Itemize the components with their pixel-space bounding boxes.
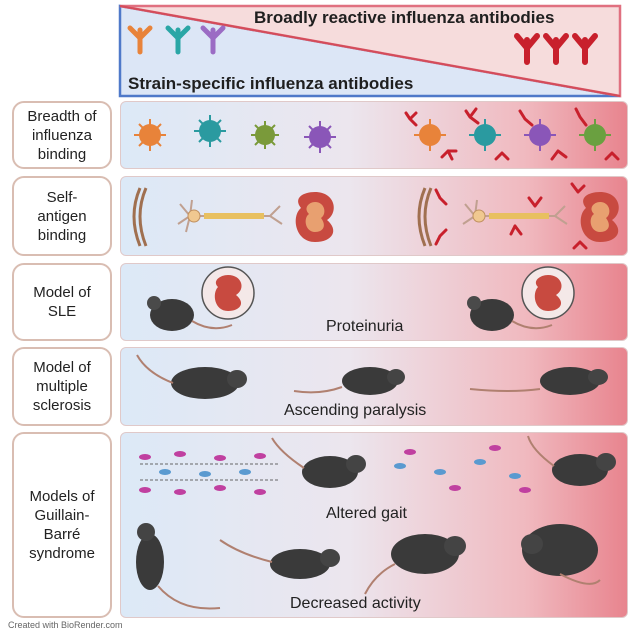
strain-specific-title: Strain-specific influenza antibodies <box>128 74 414 93</box>
mouse-icon <box>219 539 340 579</box>
virus-icon <box>469 119 501 151</box>
virus-icon <box>194 115 226 147</box>
kidney-icon <box>580 192 619 242</box>
mouse-icon <box>469 367 608 395</box>
mouse-icon <box>521 524 601 585</box>
mouse-icon <box>364 534 466 595</box>
neuron-icon <box>187 209 201 223</box>
antibody-gradient-header <box>118 4 622 98</box>
broadly-reactive-title: Broadly reactive influenza antibodies <box>254 8 555 27</box>
mouse-icon <box>293 367 405 395</box>
ms-illustrations <box>136 354 608 399</box>
row-label-self-antigen: Self- antigen binding <box>12 176 112 256</box>
virus-icon <box>304 121 336 153</box>
kidney-icon <box>201 266 255 320</box>
mouse-icon <box>271 437 366 488</box>
row-label-breadth: Breadth of influenza binding <box>12 101 112 169</box>
myelin-icon <box>417 187 433 247</box>
strain-antibodies <box>127 25 226 55</box>
virus-icon <box>524 119 556 151</box>
mouse-icon <box>527 435 616 486</box>
virus-icon <box>251 121 279 149</box>
antibody-icon <box>127 25 153 55</box>
antibody-icon <box>543 33 569 65</box>
kidney-icon <box>521 266 575 320</box>
caption-decreased-activity: Decreased activity <box>290 595 421 612</box>
footprints-left <box>139 451 266 495</box>
antibody-icon <box>165 25 191 55</box>
self-antigen-illustrations <box>132 182 619 250</box>
myelin-icon <box>132 187 148 247</box>
gbs-illustrations <box>136 435 616 610</box>
row-label-sle: Model of SLE <box>12 263 112 341</box>
mouse-icon <box>136 354 247 399</box>
biorender-credit: Created with BioRender.com <box>8 620 123 630</box>
kidney-icon <box>295 192 334 242</box>
breadth-illustrations <box>134 107 620 161</box>
broad-antibody-cluster <box>404 107 620 161</box>
antibody-icon <box>572 33 598 65</box>
row-label-ms: Model of multiple sclerosis <box>12 347 112 426</box>
mouse-icon <box>467 296 553 331</box>
virus-icon <box>579 119 611 151</box>
antibody-icon <box>200 25 226 55</box>
row-label-gbs: Models of Guillain- Barré syndrome <box>12 432 112 618</box>
antibody-icon <box>514 33 540 65</box>
caption-proteinuria: Proteinuria <box>326 318 404 335</box>
band-gbs <box>120 432 628 618</box>
virus-icon <box>414 119 446 151</box>
mouse-icon <box>147 296 233 331</box>
caption-ascending-paralysis: Ascending paralysis <box>284 402 427 419</box>
virus-icon <box>134 119 166 151</box>
caption-altered-gait: Altered gait <box>326 505 407 522</box>
mouse-icon <box>136 523 221 610</box>
broad-antibodies <box>514 33 598 65</box>
sle-illustrations <box>147 266 575 331</box>
